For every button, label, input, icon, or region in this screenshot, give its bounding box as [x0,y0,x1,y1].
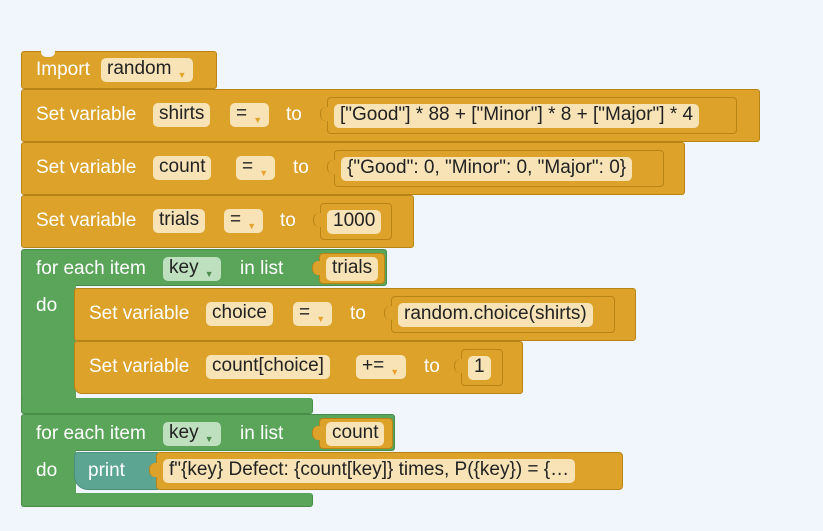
in-list-label: in list [240,423,284,444]
value-socket: 1 [461,349,503,386]
set-trials-block[interactable]: Set variable trials = to 1000 [21,195,414,248]
do-label: do [36,460,58,481]
value-socket: {"Good": 0, "Minor": 0, "Major": 0} [334,150,664,187]
loop-variable-dropdown[interactable]: key [163,422,221,450]
for-each-label: for each item [36,258,146,279]
list-socket: count [319,418,393,449]
operator-dropdown[interactable]: = [224,209,264,237]
to-label: to [293,157,309,178]
set-variable-label: Set variable [36,210,137,231]
loop-1-spine: do [21,284,76,414]
for-each-label: for each item [36,423,146,444]
set-variable-label: Set variable [36,104,137,125]
loop-variable-dropdown[interactable]: key [163,257,221,285]
to-label: to [350,303,366,324]
set-variable-label: Set variable [89,356,190,377]
variable-name-field[interactable]: trials [153,209,206,233]
operator-dropdown[interactable]: = [230,103,270,131]
value-field[interactable]: 1000 [327,210,382,234]
loop-1-footer [21,398,313,414]
value-field[interactable]: 1 [468,356,491,380]
list-field[interactable]: trials [326,257,379,281]
list-field[interactable]: count [326,422,385,446]
set-shirts-block[interactable]: Set variable shirts = to ["Good"] * 88 +… [21,89,760,142]
list-socket: trials [319,253,385,284]
value-field[interactable]: ["Good"] * 88 + ["Minor"] * 8 + ["Major"… [334,104,700,128]
variable-name-field[interactable]: choice [206,302,273,326]
print-block[interactable]: print [74,452,158,490]
set-variable-label: Set variable [36,157,137,178]
do-label: do [36,295,58,316]
value-field[interactable]: random.choice(shirts) [398,303,593,327]
operator-dropdown[interactable]: = [236,156,276,184]
print-label: print [88,460,125,481]
module-dropdown[interactable]: random [101,58,194,86]
set-choice-block[interactable]: Set variable choice = to random.choice(s… [74,288,636,341]
print-value-field[interactable]: f"{key} Defect: {count[key]} times, P({k… [163,459,576,483]
loop-2-footer [21,493,313,507]
to-label: to [424,356,440,377]
in-list-label: in list [240,258,284,279]
import-block[interactable]: Import random [21,51,217,89]
operator-dropdown[interactable]: = [293,302,333,330]
value-field[interactable]: {"Good": 0, "Minor": 0, "Major": 0} [341,157,633,181]
set-count-choice-block[interactable]: Set variable count[choice] += to 1 [74,341,523,394]
operator-dropdown[interactable]: += [356,355,407,383]
for-each-loop-2[interactable]: for each item key in list count [21,414,395,451]
variable-name-field[interactable]: count[choice] [206,355,330,379]
import-label: Import [36,59,90,80]
set-count-block[interactable]: Set variable count = to {"Good": 0, "Min… [21,142,685,195]
print-value-socket: f"{key} Defect: {count[key]} times, P({k… [156,452,623,490]
for-each-loop-1[interactable]: for each item key in list trials [21,249,387,286]
to-label: to [286,104,302,125]
value-socket: ["Good"] * 88 + ["Minor"] * 8 + ["Major"… [327,97,737,134]
to-label: to [280,210,296,231]
set-variable-label: Set variable [89,303,190,324]
value-socket: random.choice(shirts) [391,296,615,333]
value-socket: 1000 [320,203,392,240]
variable-name-field[interactable]: shirts [153,103,211,127]
variable-name-field[interactable]: count [153,156,212,180]
